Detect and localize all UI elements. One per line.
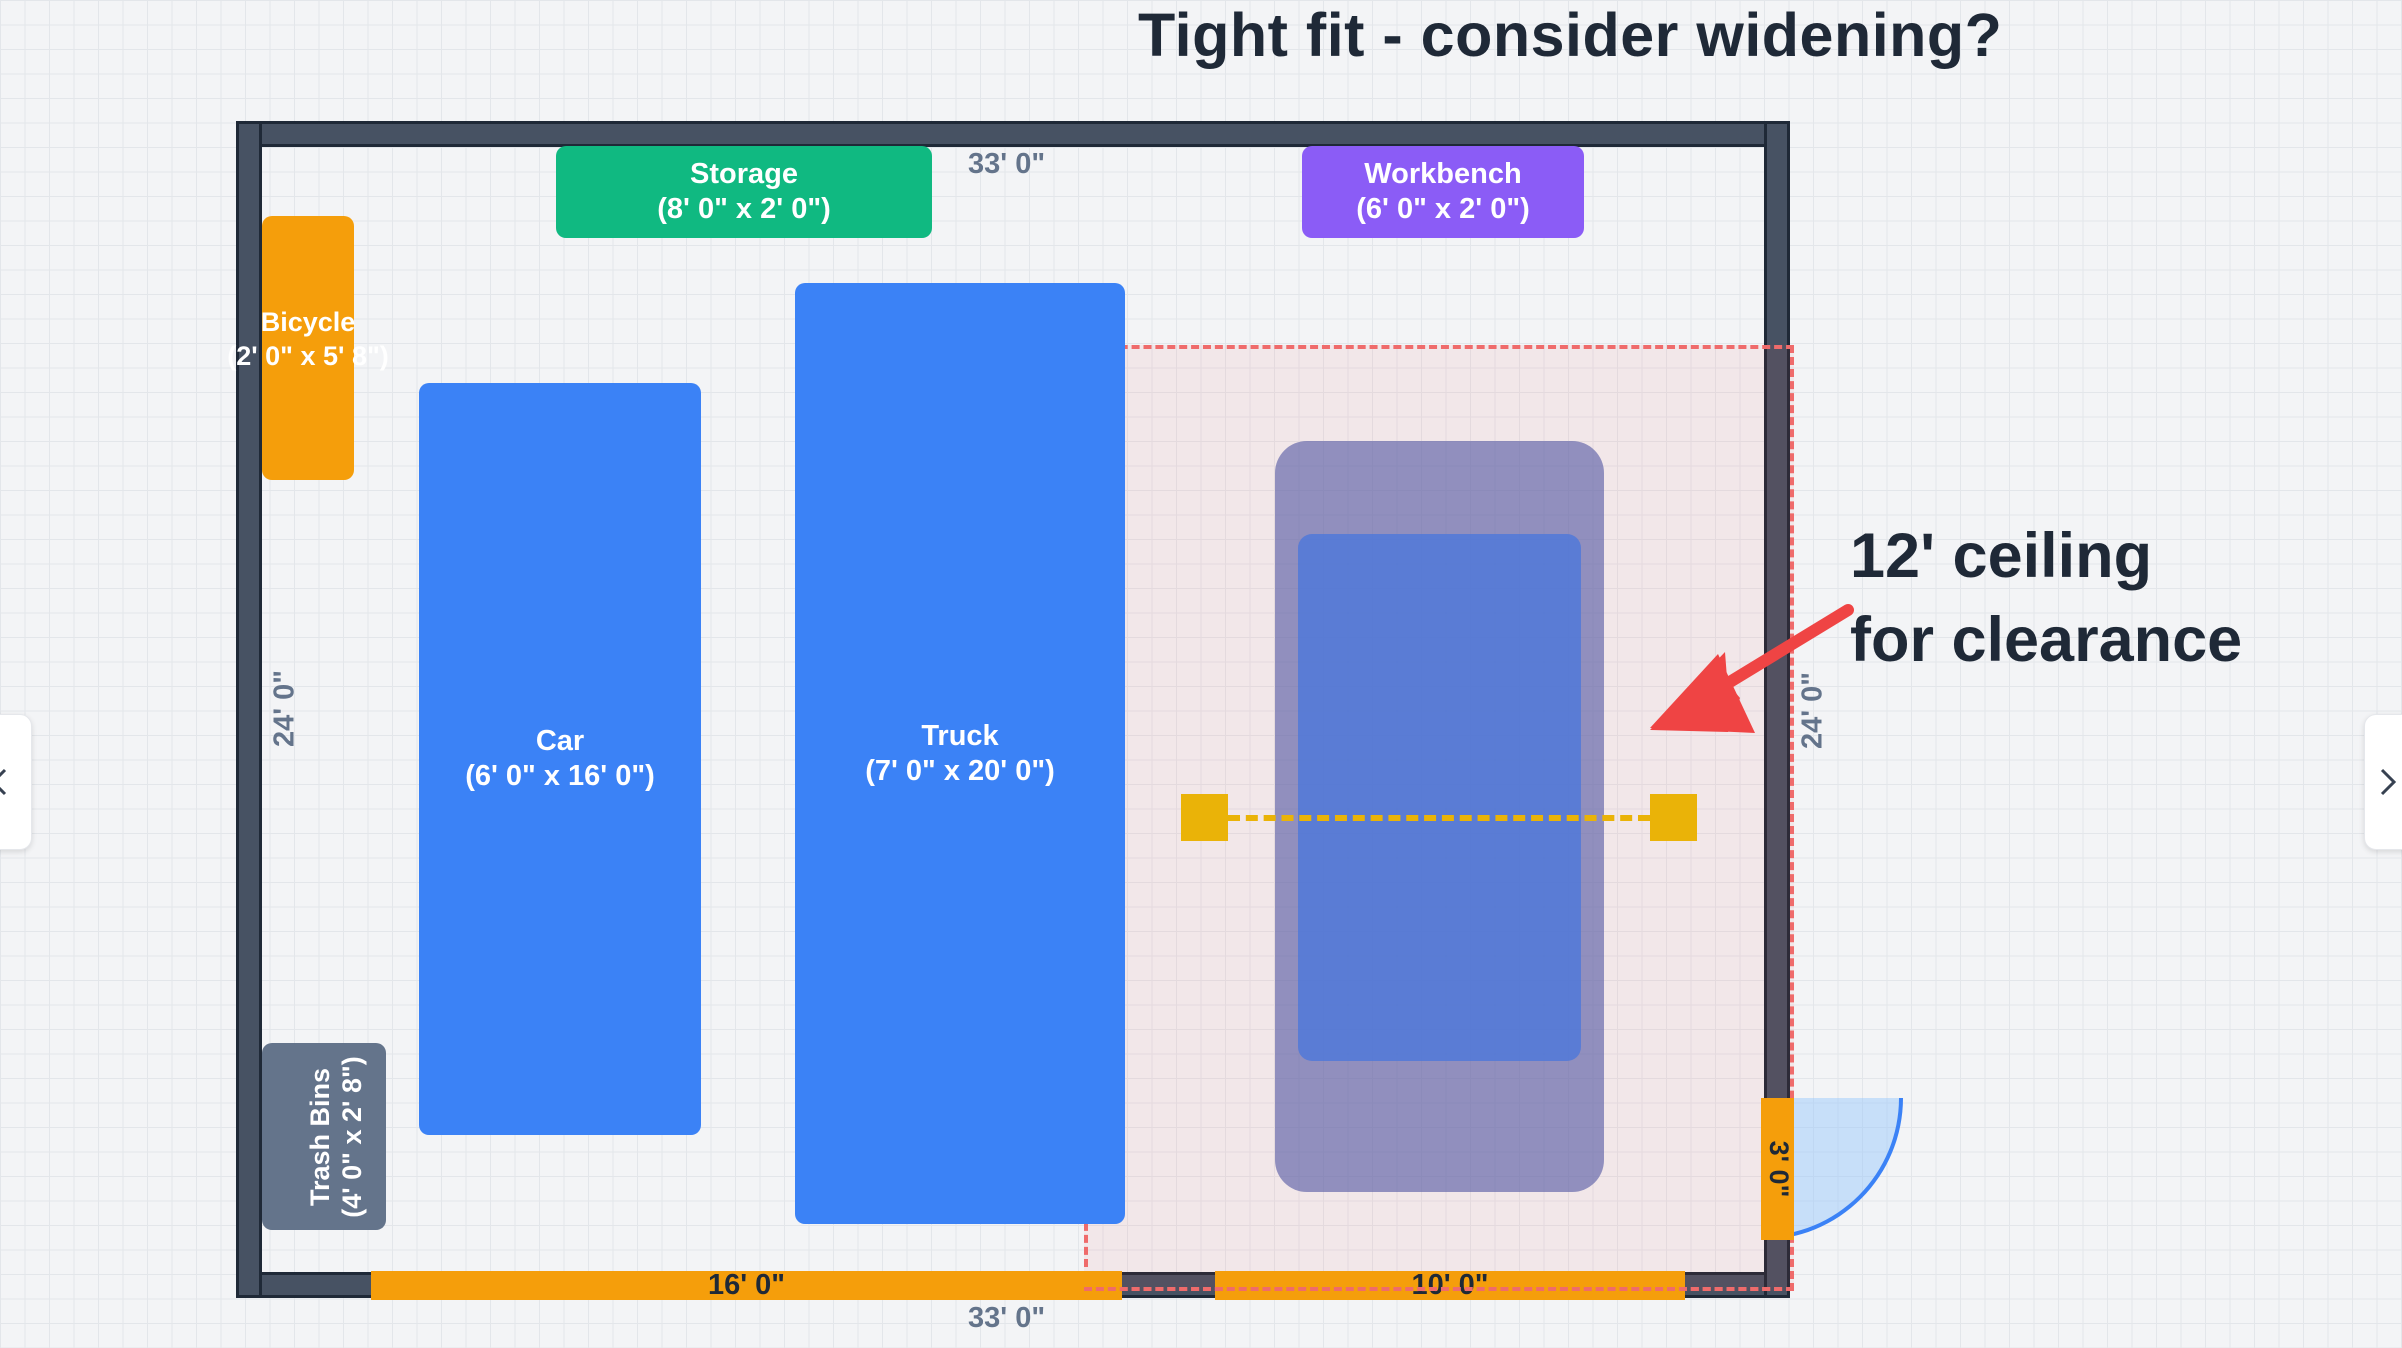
trash-bins-label: Trash Bins (4' 0" x 2' 8") (304, 1027, 367, 1247)
trash-bins-item[interactable] (262, 1043, 386, 1230)
trash-bins-name: Trash Bins (305, 1067, 335, 1207)
arrow-shaft (1714, 604, 1854, 694)
measure-handle-right[interactable] (1650, 794, 1697, 841)
wall-left (236, 121, 262, 1298)
measure-handle-left[interactable] (1181, 794, 1228, 841)
truck-size: (7' 0" x 20' 0") (865, 754, 1055, 787)
chevron-left-icon (0, 768, 7, 796)
ceiling-note-line1: 12' ceiling (1850, 521, 2153, 591)
truck-name: Truck (921, 719, 999, 752)
car-item[interactable]: Car (6' 0" x 16' 0") (419, 383, 701, 1135)
measure-line (1228, 815, 1650, 821)
bicycle-item[interactable] (262, 216, 354, 480)
bicycle-size: (2' 0" x 5' 8") (227, 340, 389, 371)
chevron-right-icon (2380, 768, 2397, 796)
workbench-name: Workbench (1364, 158, 1522, 191)
bottom-width-label: 33' 0" (968, 1302, 1046, 1334)
annotation-arrow (1650, 604, 1854, 733)
parked-vehicle-inner[interactable] (1298, 534, 1581, 1061)
side-door-label: 3' 0" (1764, 1140, 1794, 1198)
trash-bins-size: (4' 0" x 2' 8") (337, 1056, 368, 1218)
storage-item[interactable]: Storage (8' 0" x 2' 0") (556, 146, 932, 238)
top-width-label: 33' 0" (968, 148, 1046, 180)
garage-door-right-label: 10' 0" (1411, 1269, 1489, 1301)
bicycle-name: Bicycle (260, 307, 356, 337)
car-name: Car (535, 725, 585, 758)
workbench-item[interactable]: Workbench (6' 0" x 2' 0") (1302, 146, 1584, 238)
garage-door-right[interactable]: 10' 0" (1215, 1269, 1685, 1301)
side-door-panel[interactable] (1761, 1098, 1794, 1240)
truck-item[interactable]: Truck (7' 0" x 20' 0") (795, 283, 1125, 1224)
garage-door-left[interactable]: 16' 0" (371, 1269, 1122, 1301)
ceiling-note-line2: for clearance (1850, 605, 2243, 675)
storage-name: Storage (690, 158, 798, 191)
next-nav-button[interactable] (2364, 714, 2402, 850)
wall-top (236, 121, 1790, 147)
ceiling-note: 12' ceiling for clearance (1850, 514, 2242, 682)
arrow-head-fill (1650, 654, 1755, 733)
garage-door-left-label: 16' 0" (707, 1269, 786, 1301)
workbench-size: (6' 0" x 2' 0") (1356, 193, 1530, 225)
annotation-title: Tight fit - consider widening? (1138, 1, 2003, 69)
car-size: (6' 0" x 16' 0") (465, 760, 655, 792)
left-depth-label: 24' 0" (268, 669, 301, 748)
storage-size: (8' 0" x 2' 0") (657, 193, 831, 225)
prev-nav-button[interactable] (0, 714, 32, 850)
bicycle-label: Bicycle (2' 0" x 5' 8") (200, 306, 416, 374)
clearance-zone-bottom-edge (1084, 1287, 1794, 1291)
